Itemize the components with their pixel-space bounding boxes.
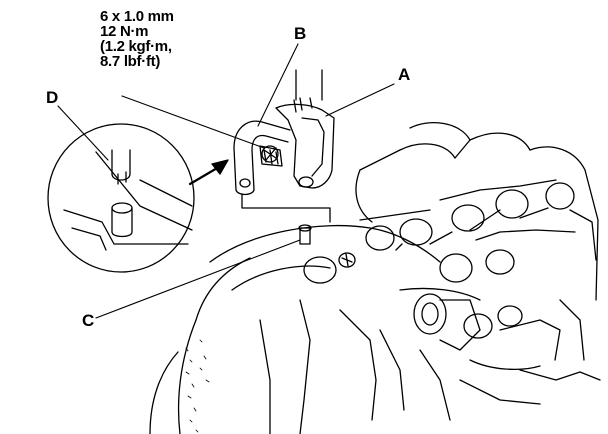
detail-arrow [188, 159, 229, 186]
torque-spec-line-2: 12 N·m [100, 23, 149, 40]
callout-b-leader [257, 43, 299, 127]
callout-c-leader [95, 239, 301, 319]
torque-leader [121, 95, 265, 149]
callout-c-label: C [82, 311, 95, 330]
bracket-a [275, 97, 335, 189]
callout-a-leader [325, 83, 395, 117]
callout-d-label: D [46, 88, 59, 107]
torque-spec-line-1: 6 x 1.0 mm [100, 8, 174, 25]
engine-block [149, 122, 601, 434]
callout-a-label: A [398, 65, 411, 84]
hose-b [233, 69, 323, 196]
torque-spec-line-3: (1.2 kgf·m, [100, 38, 172, 55]
torque-spec-line-4: 8.7 lbf·ft) [100, 53, 161, 70]
callout-b-label: B [294, 24, 307, 43]
detail-circle-d [47, 123, 195, 273]
mounting-bolt [261, 145, 279, 163]
leader-lines [57, 43, 395, 319]
outline-line [241, 193, 331, 223]
torque-spec: 6 x 1.0 mm 12 N·m (1.2 kgf·m, 8.7 lbf·ft… [100, 9, 174, 69]
callout-d-leader [57, 105, 109, 161]
